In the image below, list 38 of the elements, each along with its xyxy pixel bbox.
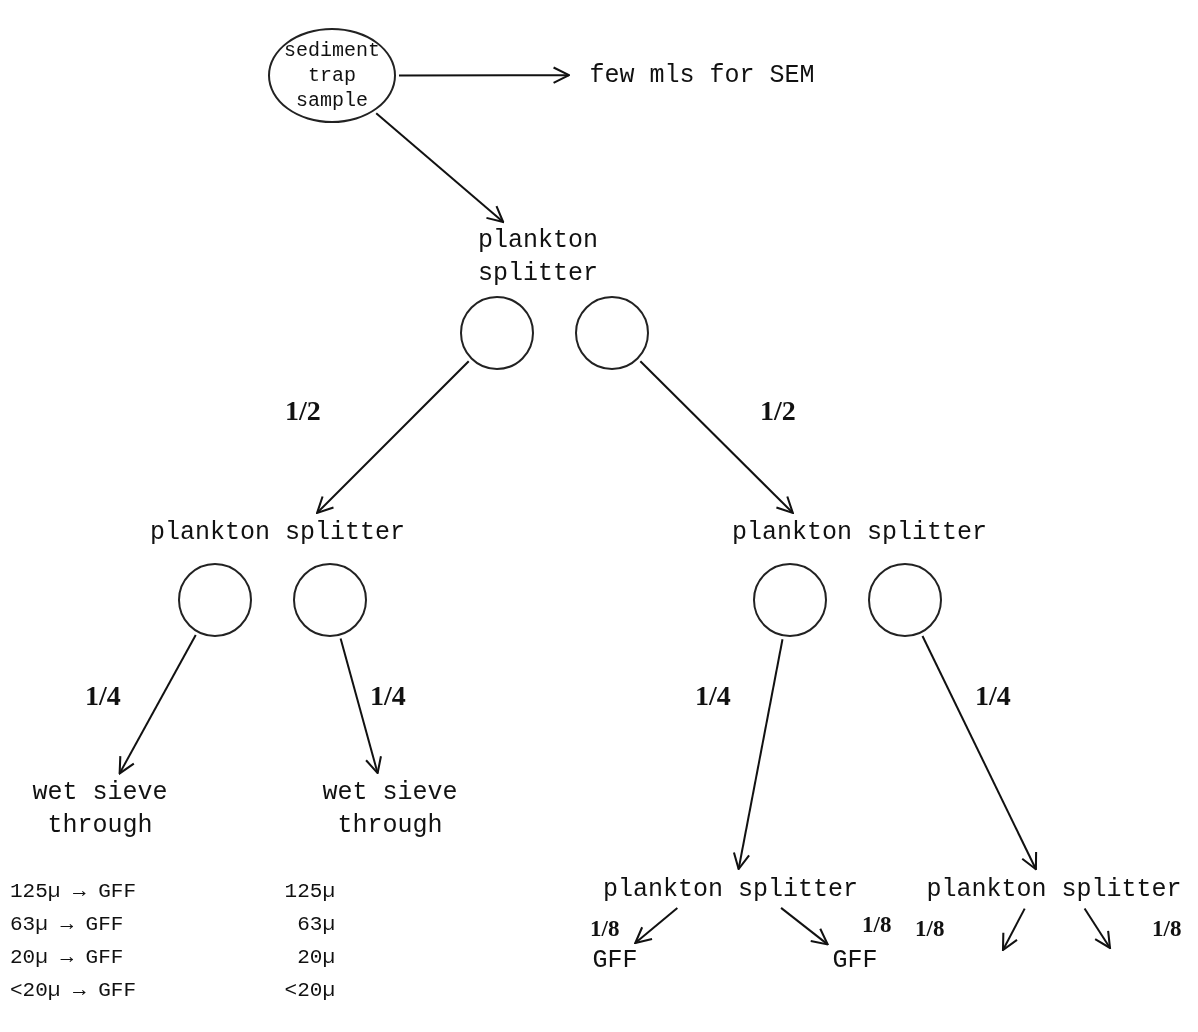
step-label: plankton splitter bbox=[477, 225, 599, 290]
step-label: few mls for SEM bbox=[589, 59, 815, 92]
splitter-chamber-circle bbox=[178, 563, 252, 637]
arrow bbox=[780, 906, 829, 946]
step-label: plankton splitter bbox=[602, 873, 858, 906]
step-label: plankton splitter bbox=[731, 516, 987, 549]
sieve-size-label: 20µ bbox=[296, 946, 335, 969]
sieve-size-label: 125µ → GFF bbox=[10, 880, 138, 903]
arrow bbox=[732, 638, 784, 871]
arrow bbox=[639, 360, 794, 514]
splitter-chamber-circle bbox=[293, 563, 367, 637]
sieve-size-label: 20µ → GFF bbox=[10, 946, 125, 969]
step-text bbox=[268, 28, 396, 123]
arrow bbox=[375, 112, 505, 224]
arrow bbox=[118, 634, 197, 775]
step-label: sediment trap sample bbox=[283, 38, 381, 113]
splitter-chamber-circle bbox=[460, 296, 534, 370]
sieve-size-label: 125µ bbox=[283, 880, 335, 903]
arrow bbox=[398, 66, 571, 84]
step-label: wet sieve through bbox=[31, 777, 169, 842]
step-label: GFF bbox=[832, 944, 878, 977]
splitter-chamber-circle bbox=[868, 563, 942, 637]
step-label: wet sieve through bbox=[321, 777, 459, 842]
arrow bbox=[316, 360, 470, 514]
step-label: GFF bbox=[592, 944, 638, 977]
arrow bbox=[634, 906, 679, 945]
splitter-chamber-circle bbox=[575, 296, 649, 370]
splitter-chamber-circle bbox=[753, 563, 827, 637]
step-label: plankton splitter bbox=[926, 873, 1182, 906]
sieve-size-label: <20µ → GFF bbox=[10, 979, 138, 1002]
arrow bbox=[1083, 907, 1112, 950]
sieve-size-label: 63µ bbox=[296, 913, 335, 936]
step-label: plankton splitter bbox=[149, 516, 405, 549]
sieve-size-label: 63µ → GFF bbox=[10, 913, 125, 936]
sieve-size-label: <20µ bbox=[283, 979, 335, 1002]
arrow bbox=[1001, 907, 1026, 952]
arrow bbox=[921, 634, 1038, 871]
arrow bbox=[339, 637, 382, 775]
